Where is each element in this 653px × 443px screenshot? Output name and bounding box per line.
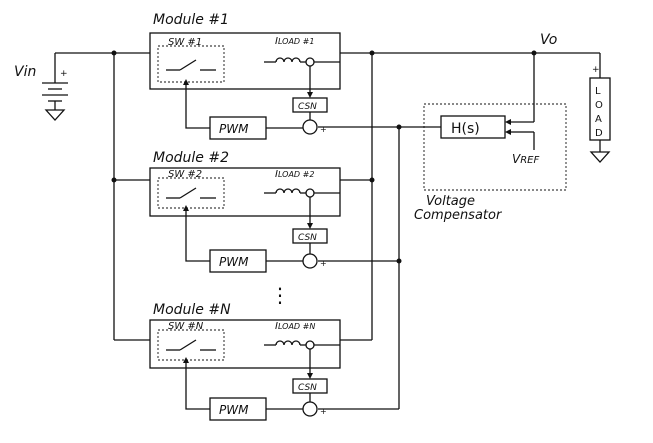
- summing-plus: +: [320, 125, 327, 134]
- module-title: Module #N: [153, 302, 231, 318]
- load-current-label: ILOAD #2: [275, 169, 314, 180]
- inductor-icon: [264, 340, 340, 350]
- load-block: + L O A D: [589, 53, 611, 163]
- pwm-label: PWM: [219, 122, 249, 136]
- ground-icon: [44, 109, 66, 121]
- summing-junction-icon: [302, 401, 318, 417]
- switch-icon: [166, 339, 216, 351]
- summing-plus: +: [320, 259, 327, 268]
- module-2: Module #2 SW #2 ILOAD #2 CSN + PWM: [149, 150, 341, 273]
- input-source: Vin +: [14, 53, 68, 121]
- load-plus: +: [592, 65, 600, 75]
- load-letter-a: A: [595, 114, 602, 125]
- load-letter-d: D: [595, 128, 603, 139]
- hs-label: H(s): [451, 121, 480, 137]
- load-letter-l: L: [595, 86, 601, 97]
- load-current-label: ILOAD #1: [275, 36, 314, 47]
- csn-label: CSN: [298, 102, 317, 112]
- module-title: Module #2: [153, 150, 229, 166]
- pwm-label: PWM: [219, 255, 249, 269]
- csn-label: CSN: [298, 233, 317, 243]
- vin-plus: +: [60, 69, 68, 79]
- switch-icon: [166, 59, 216, 71]
- module-1: Module #1 SW #1 ILOAD #1 CSN + PWM: [149, 12, 341, 140]
- summing-junction-icon: [302, 119, 318, 135]
- vo-label: Vo: [540, 32, 557, 48]
- load-current-label: ILOAD #N: [275, 321, 315, 332]
- csn-label: CSN: [298, 383, 317, 393]
- module-title: Module #1: [153, 12, 229, 28]
- pwm-label: PWM: [219, 403, 249, 417]
- switch-label: SW #2: [168, 169, 202, 180]
- switch-label: SW #1: [168, 37, 202, 48]
- module-n: Module #N SW #N ILOAD #N CSN + PWM: [149, 302, 341, 421]
- module-ellipsis: ⋮: [270, 283, 290, 307]
- vref-label: VREF: [512, 152, 539, 166]
- voltage-compensator: H(s) VREF Voltage Compensator: [414, 53, 567, 223]
- switch-label: SW #N: [168, 321, 204, 332]
- ground-icon: [589, 151, 611, 163]
- summing-plus: +: [320, 407, 327, 416]
- vin-label: Vin: [14, 64, 36, 80]
- switch-icon: [166, 187, 216, 199]
- compensator-title-line2: Compensator: [414, 208, 503, 223]
- summing-junction-icon: [302, 253, 318, 269]
- load-letter-o: O: [595, 100, 603, 111]
- compensator-title-line1: Voltage: [426, 194, 475, 209]
